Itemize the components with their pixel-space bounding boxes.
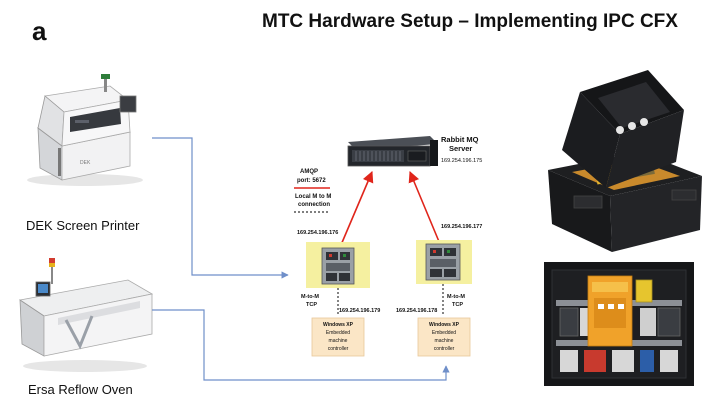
left-controller-box [311,317,365,357]
server-name-line1: Rabbit MQ [441,135,479,144]
left-controller-line1: Windows XP [323,322,354,328]
din-rail-panel-image [544,262,694,386]
server-name-line2: Server [449,144,472,153]
right-node-ip-upper: 169.254.196.177 [441,224,482,230]
oven-link-line [152,309,450,381]
panel-letter: a [32,16,47,46]
left-controller-line3: machine [329,338,348,344]
rugged-case-image [548,70,702,252]
svg-text:DEK: DEK [80,160,91,166]
server-image [347,136,438,167]
left-link-line1: M-to-M [301,294,319,300]
oven-label: Ersa Reflow Oven [28,382,133,397]
printer-label: DEK Screen Printer [26,218,140,233]
left-node-ip-upper: 169.254.196.176 [297,230,338,236]
left-io-module-image [321,247,355,285]
left-node: 169.254.196.176 M-to-M TCP 169.254.196.1… [297,230,380,357]
legend-amqp-line2: port: 5672 [297,178,326,184]
right-controller-line4: controller [434,346,455,352]
left-link-line2: TCP [306,302,317,308]
legend: AMQP port: 5672 Local M to M connection [294,169,331,213]
legend-local-line2: connection [298,202,330,208]
right-node-ip-lower: 169.254.196.178 [396,308,437,314]
right-amqp-arrow [408,170,441,245]
right-node: 169.254.196.177 M-to-M TCP 169.254.196.1… [396,224,482,357]
ersa-reflow-oven-image [18,258,154,372]
left-amqp-arrow [337,170,374,253]
dek-screen-printer-image: DEK [27,74,143,186]
printer-link-line [152,137,289,279]
left-controller-line2: Embedded [326,330,350,336]
server-ip: 169.254.196.175 [441,158,482,164]
legend-local-line1: Local M to M [295,194,331,200]
right-link-line2: TCP [452,302,463,308]
page-title: MTC Hardware Setup – Implementing IPC CF… [262,11,678,32]
left-controller-line4: controller [328,346,349,352]
right-controller-line1: Windows XP [429,322,460,328]
left-node-ip-lower: 169.254.196.179 [339,308,380,314]
right-link-line1: M-to-M [447,294,465,300]
right-io-module-image [425,243,461,281]
right-controller-line3: machine [435,338,454,344]
right-controller-line2: Embedded [432,330,456,336]
legend-amqp-line1: AMQP [300,169,318,175]
right-controller-box [417,317,471,357]
